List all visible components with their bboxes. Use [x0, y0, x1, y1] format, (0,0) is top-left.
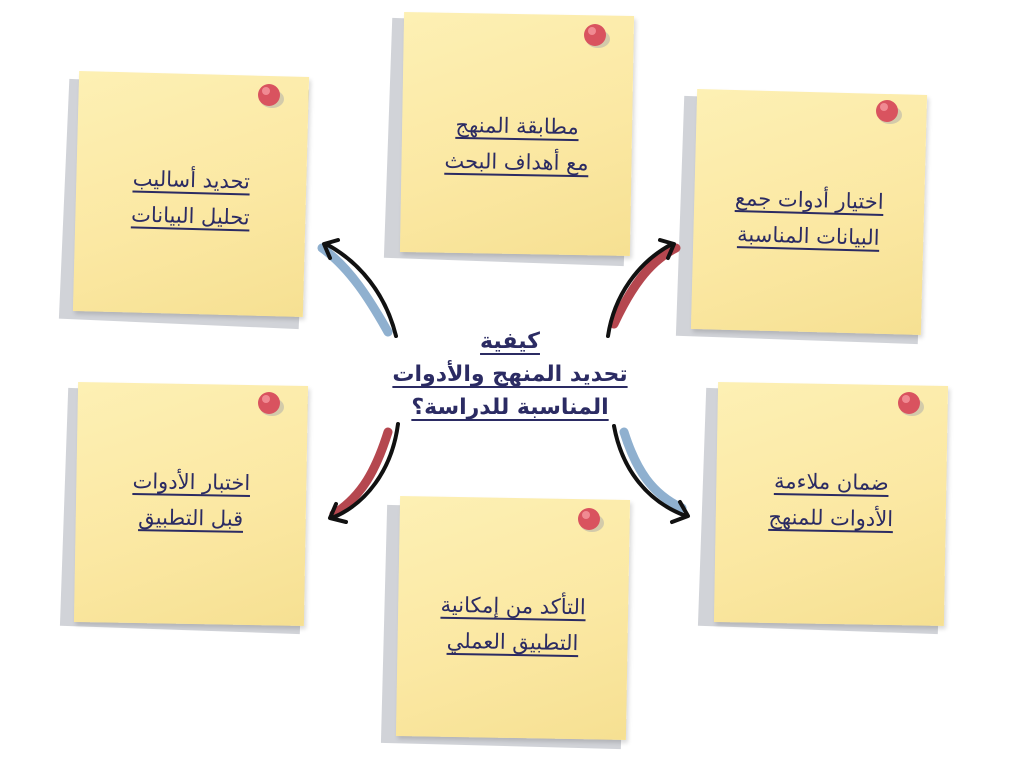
arrow-top-left [317, 238, 398, 338]
central-question: كيفية تحديد المنهج والأدوات المناسبة للد… [392, 329, 628, 420]
arrow-bottom-right [612, 424, 690, 524]
pushpin-icon [584, 24, 610, 48]
pushpin-icon [258, 84, 284, 108]
arrow-bottom-left [328, 422, 400, 524]
pushpin-icon [898, 392, 924, 416]
pushpin-icon [578, 508, 604, 532]
arrow-top-right [606, 238, 681, 338]
pushpin-icon [876, 100, 902, 124]
pushpin-icon [258, 392, 284, 416]
